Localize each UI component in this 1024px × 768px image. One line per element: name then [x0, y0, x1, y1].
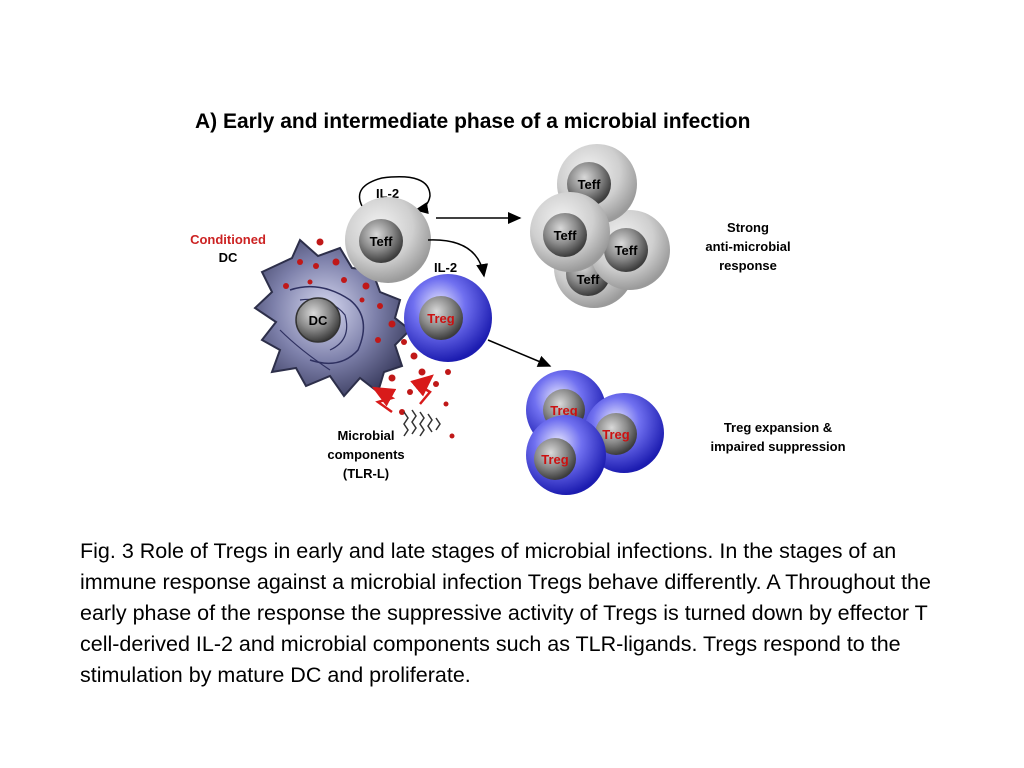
- il2-loop-arrow: [358, 176, 431, 214]
- treg-label: Treg: [427, 311, 455, 326]
- strong-label-line3: response: [719, 258, 777, 273]
- figure-caption: Fig. 3 Role of Tregs in early and late s…: [80, 539, 931, 687]
- figure-title: A) Early and intermediate phase of a mic…: [195, 110, 750, 133]
- treg-cell: Treg: [404, 274, 492, 362]
- teff-cell: Teff: [345, 197, 431, 283]
- strong-label-line2: anti-microbial: [705, 239, 790, 254]
- il2-top-label: IL-2: [376, 186, 399, 201]
- microbial-label-line3: (TLR-L): [343, 466, 389, 481]
- treg-cluster-label-bottom: Treg: [541, 452, 569, 467]
- dc-cell-label: DC: [309, 313, 328, 328]
- teff-cluster-label-top: Teff: [578, 177, 602, 192]
- treg-cluster-label-right: Treg: [602, 427, 630, 442]
- treg-cluster-label-top: Treg: [550, 403, 578, 418]
- microbial-label-line1: Microbial: [337, 428, 394, 443]
- teff-cluster-label-left: Teff: [554, 228, 578, 243]
- teff-cluster-label-right: Teff: [615, 243, 639, 258]
- microbial-label-line2: components: [327, 447, 404, 462]
- il2-mid-label: IL-2: [434, 260, 457, 275]
- conditioned-label: Conditioned: [190, 232, 266, 247]
- expansion-label-line2: impaired suppression: [710, 439, 845, 454]
- treg-expansion-arrow: [487, 339, 552, 367]
- expansion-label-line1: Treg expansion &: [724, 420, 832, 435]
- treg-cluster: Treg Treg Treg: [526, 370, 664, 495]
- il2-to-treg-arrow: [427, 239, 489, 278]
- teff-label: Teff: [370, 234, 394, 249]
- tlr-signal-arrows: [371, 374, 434, 414]
- teff-partial-label: Teff: [577, 272, 601, 287]
- strong-label-line1: Strong: [727, 220, 769, 235]
- microbial-components-icon: [403, 409, 441, 437]
- teff-cluster: Teff Teff Teff Teff: [530, 144, 670, 308]
- dc-short-label: DC: [219, 250, 238, 265]
- figure-diagram: A) Early and intermediate phase of a mic…: [190, 110, 846, 495]
